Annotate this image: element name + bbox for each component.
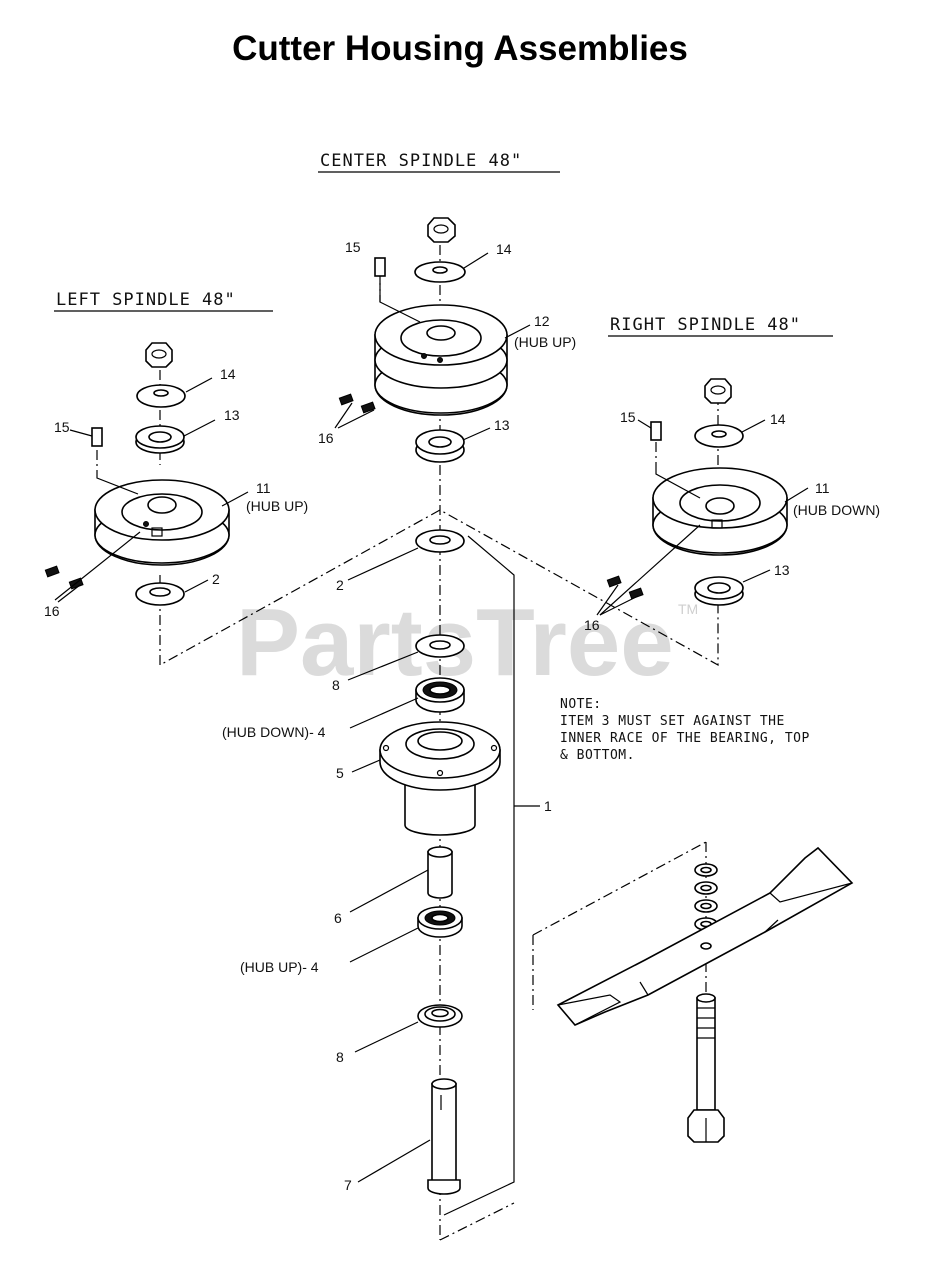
left-setscrews-16	[44, 565, 84, 590]
callout-left-13: 13	[224, 407, 240, 423]
leader-lines	[54, 252, 809, 1183]
callout-right-16: 16	[584, 617, 600, 633]
note-line-3: & BOTTOM.	[560, 748, 635, 763]
callout-center-14: 14	[496, 241, 512, 257]
left-nut	[145, 342, 173, 368]
left-pulley-11	[94, 479, 230, 566]
callout-left-2: 2	[212, 571, 220, 587]
right-washer-14	[694, 424, 744, 448]
center-shaft-7	[427, 1078, 461, 1195]
heading-left-spindle: LEFT SPINDLE 48"	[56, 290, 236, 310]
callout-labels: 15 14 12 (HUB UP) 16 13 2 8 (HUB DOWN)- …	[44, 239, 880, 1193]
center-spacer-13	[415, 429, 465, 463]
callout-left-16: 16	[44, 603, 60, 619]
center-pulley-12	[374, 304, 508, 416]
callout-center-5: 5	[336, 765, 344, 781]
callout-left-11: 11	[256, 480, 271, 496]
center-washer-8-top	[415, 634, 465, 658]
callout-center-12: 12	[534, 313, 550, 329]
center-housing-5	[379, 721, 501, 836]
callout-center-1: 1	[544, 798, 552, 814]
callout-left-11-hub-up: (HUB UP)	[246, 498, 308, 514]
left-washer-2	[135, 582, 185, 606]
callout-center-6: 6	[334, 910, 342, 926]
right-setscrews-16	[606, 575, 644, 600]
callout-right-13: 13	[774, 562, 790, 578]
note-line-2: INNER RACE OF THE BEARING, TOP	[560, 731, 810, 746]
left-spacer-13	[135, 425, 185, 454]
callout-left-14: 14	[220, 366, 236, 382]
callout-center-2: 2	[336, 577, 344, 593]
center-key-15	[374, 257, 386, 277]
mower-blade	[556, 846, 854, 1026]
center-washer-2	[415, 529, 465, 553]
right-nut	[704, 378, 732, 404]
heading-center-spindle: CENTER SPINDLE 48"	[320, 151, 522, 171]
center-washer-8-bottom	[417, 1004, 463, 1028]
callout-right-14: 14	[770, 411, 786, 427]
blade-bolt	[687, 993, 725, 1143]
center-bearing-4-top	[415, 677, 465, 713]
callout-center-13: 13	[494, 417, 510, 433]
center-nut	[427, 217, 456, 243]
callout-center-12-hub-up: (HUB UP)	[514, 334, 576, 350]
callout-center-7: 7	[344, 1177, 352, 1193]
right-key-15	[650, 421, 662, 441]
callout-right-11-hub-down: (HUB DOWN)	[793, 502, 880, 518]
blade-washers	[694, 863, 718, 931]
callout-center-8-top: 8	[332, 677, 340, 693]
center-washer-14	[414, 261, 466, 283]
right-spacer-13	[694, 576, 744, 606]
callout-center-15: 15	[345, 239, 361, 255]
callout-center-4-hub-up: (HUB UP)- 4	[240, 959, 319, 975]
callout-left-15: 15	[54, 419, 70, 435]
callout-right-15: 15	[620, 409, 636, 425]
callout-right-11: 11	[815, 480, 830, 496]
note-heading: NOTE:	[560, 697, 602, 712]
callout-center-8-bottom: 8	[336, 1049, 344, 1065]
callout-center-4-hub-down: (HUB DOWN)- 4	[222, 724, 326, 740]
heading-right-spindle: RIGHT SPINDLE 48"	[610, 315, 801, 335]
callout-center-16: 16	[318, 430, 334, 446]
assembly-note: NOTE: ITEM 3 MUST SET AGAINST THE INNER …	[560, 697, 810, 763]
right-pulley-11	[652, 467, 788, 556]
watermark-tm: TM	[678, 601, 698, 617]
note-line-1: ITEM 3 MUST SET AGAINST THE	[560, 714, 785, 729]
item-1-bracket	[443, 535, 515, 1216]
center-bearing-4-bottom	[417, 906, 463, 938]
center-spacer-6	[427, 846, 453, 899]
left-washer-14	[136, 384, 186, 408]
center-setscrews-16	[338, 393, 376, 414]
page-title: Cutter Housing Assemblies	[232, 29, 688, 68]
left-key-15	[91, 427, 103, 447]
